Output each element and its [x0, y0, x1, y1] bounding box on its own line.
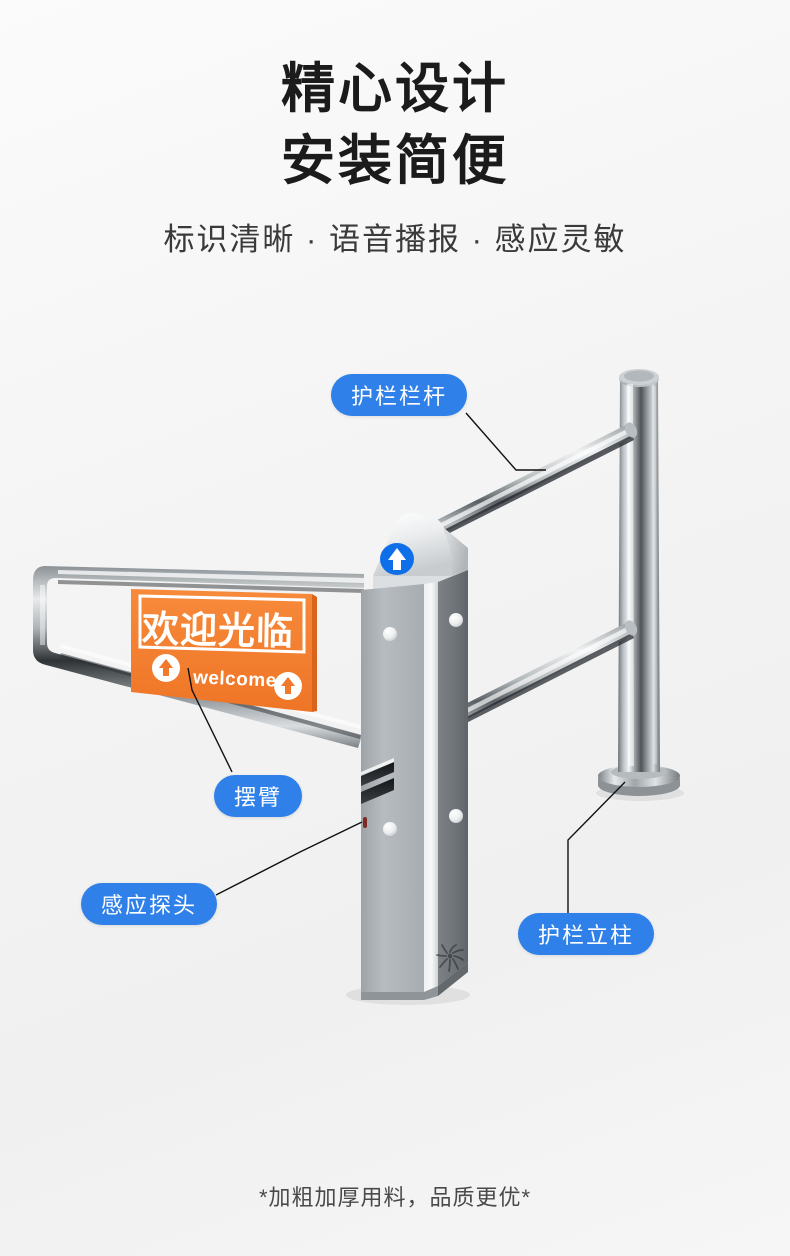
- footer-note: *加粗加厚用料，品质更优*: [258, 1185, 532, 1210]
- headline-line-1: 精心设计: [281, 59, 509, 119]
- up-arrow-indicator-icon: [380, 543, 414, 575]
- sensor-indicator-dot: [363, 817, 367, 828]
- pedestal-graphic: [361, 513, 468, 1000]
- leader-guardrail-post: [567, 781, 626, 915]
- leader-swing-arm: [187, 667, 233, 773]
- guardrail-post-graphic: [598, 369, 680, 796]
- screw: [383, 627, 397, 641]
- callout-badge-sensor-probe[interactable]: 感应探头: [81, 883, 218, 925]
- leader-sensor-probe: [215, 821, 363, 896]
- callout-badge-guardrail-post[interactable]: 护栏立柱: [518, 913, 655, 955]
- up-arrow-icon-left: [152, 654, 180, 682]
- callout-badge-swing-arm[interactable]: 摆臂: [214, 775, 303, 817]
- screw: [449, 809, 463, 823]
- callout-badge-guardrail-bar[interactable]: 护栏栏杆: [331, 374, 468, 416]
- leader-guardrail-bar: [465, 412, 546, 471]
- screw: [383, 822, 397, 836]
- subheadline: 标识清晰 · 语音播报 · 感应灵敏: [163, 222, 627, 257]
- up-arrow-icon-right: [274, 672, 302, 700]
- welcome-sign-graphic: [131, 589, 317, 712]
- headline-line-2: 安装简便: [281, 131, 509, 191]
- guardrail-bar-upper-graphic: [405, 422, 638, 552]
- screw: [449, 613, 463, 627]
- sensor-slot: [361, 758, 394, 804]
- speaker-grille-icon: [436, 944, 464, 972]
